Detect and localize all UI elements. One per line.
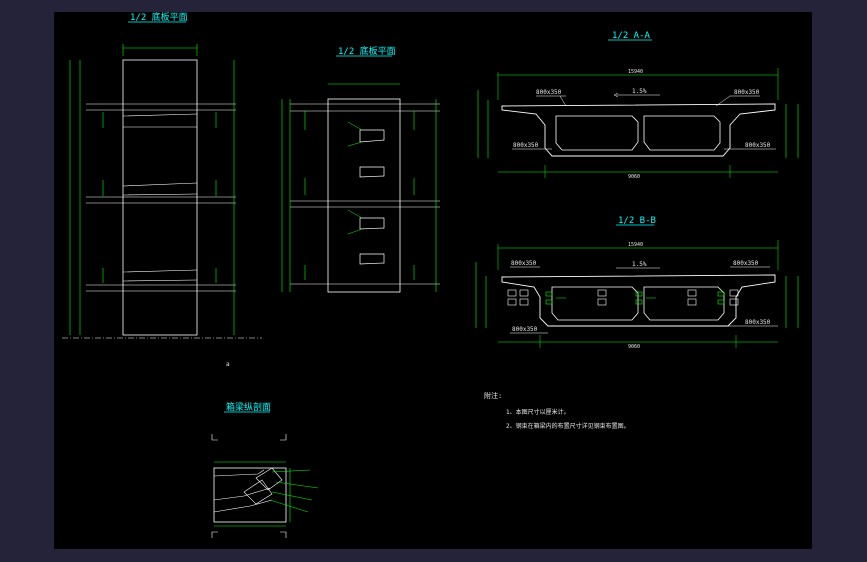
aa-slope-label: 1.5% — [632, 88, 647, 95]
anchor-blocks — [359, 129, 385, 265]
aa-haunch-top-right: 800x350 — [734, 89, 760, 96]
aa-left-cell — [555, 115, 639, 151]
section-aa-view: 1/2 A-A 15940 800x350 800x350 800 — [477, 31, 799, 180]
longitudinal-view: 箱梁纵剖面 — [211, 401, 319, 538]
aa-total-width: 15940 — [628, 69, 643, 75]
note-item-2: 2、钢束在箱梁内的布置尺寸详见钢束布置图。 — [506, 422, 630, 430]
bb-slope-label: 1.5% — [632, 261, 647, 268]
aa-haunch-bot-right: 800x350 — [745, 142, 771, 149]
bb-haunch-bot-left: 800x350 — [512, 326, 538, 333]
note-item-1: 1、本图尺寸以厘米计。 — [506, 408, 570, 416]
bb-left-cell — [551, 286, 639, 321]
drawing-sheet: 1/2 底板平面 — [54, 12, 812, 549]
aa-box-outline — [501, 103, 776, 157]
aa-box-width: 9060 — [628, 174, 640, 180]
bb-box-width: 9060 — [628, 344, 640, 350]
section-aa-title: 1/2 A-A — [612, 31, 651, 41]
section-bb-title: 1/2 B-B — [618, 216, 656, 226]
svg-text:a: a — [226, 361, 230, 368]
aa-right-cell — [643, 115, 721, 151]
bb-tendon-marks — [507, 289, 739, 306]
section-bb-view: 1/2 B-B 15940 — [475, 216, 799, 350]
bb-haunch-top-right: 800x350 — [733, 260, 759, 267]
notes-heading: 附注: — [484, 391, 502, 400]
bb-haunch-top-left: 800x350 — [511, 260, 537, 267]
aa-haunch-top-left: 800x350 — [536, 89, 562, 96]
longitudinal-title: 箱梁纵剖面 — [226, 401, 271, 413]
half-plan-a-view: 1/2 底板平面 — [62, 12, 262, 368]
notes-block: 附注: 1、本图尺寸以厘米计。 2、钢束在箱梁内的布置尺寸详见钢束布置图。 — [484, 391, 630, 430]
aa-haunch-bot-left: 800x350 — [513, 142, 539, 149]
plan-b-outline — [327, 98, 401, 293]
drawing-canvas: 1/2 底板平面 — [62, 12, 799, 538]
half-plan-b-title: 1/2 底板平面 — [338, 45, 396, 57]
bb-box-outline — [501, 274, 776, 327]
longitudinal-outline — [213, 467, 287, 523]
bb-total-width: 15940 — [628, 242, 643, 248]
plan-a-outline — [122, 59, 198, 336]
bb-haunch-bot-right: 800x350 — [745, 319, 771, 326]
bb-right-cell — [643, 286, 725, 321]
half-plan-b-view: 1/2 底板平面 — [281, 45, 440, 293]
half-plan-a-title: 1/2 底板平面 — [130, 12, 188, 23]
